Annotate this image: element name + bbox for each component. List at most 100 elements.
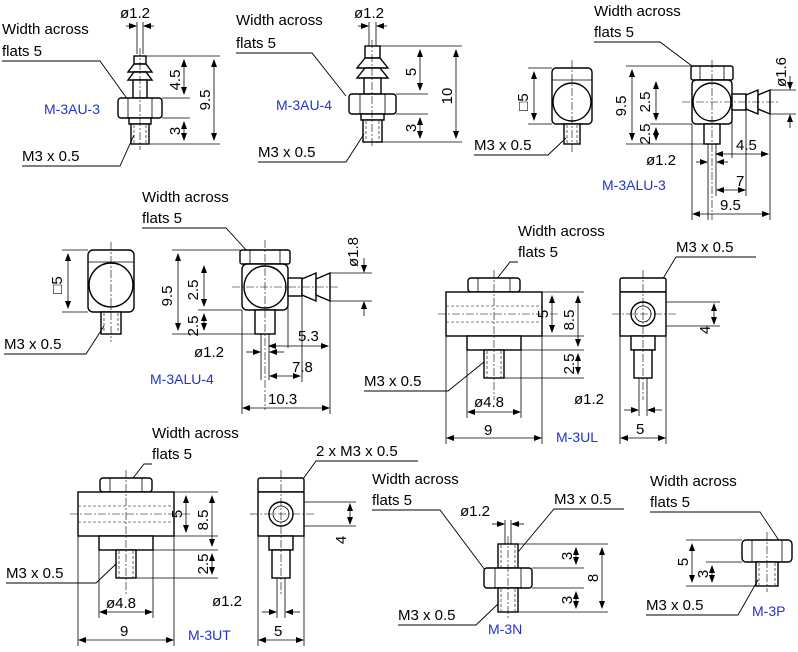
upper-dim: 2.5 bbox=[637, 92, 654, 113]
width-dim: 9 bbox=[484, 422, 492, 439]
model-label: M-3ALU-4 bbox=[150, 371, 214, 387]
waf-label-line1: Width across bbox=[518, 223, 605, 240]
dim-c: 9.5 bbox=[720, 197, 741, 214]
total-length-dim: 10 bbox=[439, 88, 456, 105]
total-length-dim: 9.5 bbox=[197, 90, 214, 111]
waf-leader bbox=[495, 261, 518, 281]
dim-total: 8 bbox=[585, 574, 602, 582]
model-label: M-3ALU-3 bbox=[602, 177, 666, 193]
thread-bottom-label: M3 x 0.5 bbox=[398, 607, 456, 624]
dim-4: 4 bbox=[697, 326, 714, 334]
dim-5: 5 bbox=[169, 510, 186, 518]
thread-leader bbox=[258, 133, 365, 163]
waf-leader bbox=[372, 509, 489, 575]
tube-od-dim: ø1.2 bbox=[354, 5, 384, 22]
waf-leader bbox=[2, 60, 129, 101]
thread-stub bbox=[362, 119, 383, 143]
thread-label: M3 x 0.5 bbox=[364, 373, 422, 390]
thread-length-dim: 3 bbox=[167, 127, 184, 135]
square-dim: □5 bbox=[515, 93, 532, 110]
waf-leader bbox=[650, 511, 781, 543]
part-m3alu4: Width across flats 5 □5 M3 x 0.5 9.5 2.5 bbox=[4, 189, 372, 414]
part-m3ul: Width across flats 5 5 8.5 2.5 M3 x 0.5 … bbox=[364, 223, 756, 445]
thread-label: M3 x 0.5 bbox=[474, 137, 532, 154]
part-m3p: Width across flats 5 5 3 M3 x 0.5 M-3P bbox=[646, 473, 793, 619]
bore-dim: ø1.2 bbox=[646, 152, 676, 169]
model-label: M-3N bbox=[488, 621, 522, 637]
collar bbox=[360, 113, 385, 121]
barb-length-dim: 4.5 bbox=[167, 70, 184, 91]
part-m3ut: Width across flats 5 5 8.5 2.5 M3 x 0.5 … bbox=[6, 425, 418, 646]
dim-5: 5 bbox=[675, 558, 692, 566]
barb bbox=[355, 67, 390, 79]
thread-top-leader bbox=[517, 508, 624, 553]
width-dim: 9 bbox=[120, 623, 128, 640]
barb-length-dim: 5 bbox=[403, 68, 420, 76]
bore-dim: ø1.2 bbox=[574, 391, 604, 408]
waf-label-line1: Width across bbox=[142, 189, 229, 206]
part-m3n: Width across flats 5 ø1.2 M3 x 0.5 3 8 3… bbox=[372, 471, 624, 637]
lower-dim: 2.5 bbox=[637, 124, 654, 145]
dim-b: 7.8 bbox=[292, 359, 313, 376]
thread-leader bbox=[474, 137, 567, 156]
part-m3au4: Width across flats 5 ø1.2 5 3 10 M-3AU-4… bbox=[236, 5, 462, 163]
thread-label: M3 x 0.5 bbox=[4, 336, 62, 353]
bore-dim: ø1.2 bbox=[194, 344, 224, 361]
barb-od-dim: ø1.6 bbox=[773, 57, 790, 87]
waf-label-line2: flats 5 bbox=[372, 492, 412, 509]
side-thread-label: M3 x 0.5 bbox=[676, 239, 734, 256]
thread-label: M3 x 0.5 bbox=[6, 565, 64, 582]
waf-label-line1: Width across bbox=[236, 12, 323, 29]
waf-leader bbox=[142, 227, 249, 253]
dim-bottom: 3 bbox=[559, 596, 576, 604]
stem bbox=[363, 77, 382, 95]
thread-leader bbox=[6, 563, 117, 584]
waf-leader bbox=[129, 463, 152, 483]
waf-label-line1: Width across bbox=[650, 473, 737, 490]
dim-3: 3 bbox=[695, 570, 712, 578]
lower-dim: 2.5 bbox=[185, 316, 202, 337]
thread-leader bbox=[364, 361, 485, 392]
square-dim: □5 bbox=[49, 276, 66, 293]
thread-top-label: M3 x 0.5 bbox=[554, 491, 612, 508]
model-label: M-3UT bbox=[188, 627, 231, 643]
model-label: M-3AU-3 bbox=[44, 101, 100, 117]
dim-4: 4 bbox=[333, 536, 350, 544]
dim-b: 7 bbox=[736, 173, 744, 190]
dim-top: 3 bbox=[559, 552, 576, 560]
thread-label: M3 x 0.5 bbox=[258, 144, 316, 161]
dim-25: 2.5 bbox=[195, 554, 212, 575]
upper-dim: 2.5 bbox=[185, 280, 202, 301]
dim-a: 4.5 bbox=[736, 137, 757, 154]
waf-leader bbox=[236, 52, 347, 97]
waf-label-line2: flats 5 bbox=[152, 446, 192, 463]
barb-tip bbox=[364, 45, 381, 59]
height-dim: 9.5 bbox=[613, 96, 630, 117]
thread-length-dim: 3 bbox=[403, 124, 420, 132]
part-m3alu3: Width across flats 5 □5 M3 x 0.5 9.5 bbox=[474, 3, 796, 220]
side-thread-label: 2 x M3 x 0.5 bbox=[316, 443, 398, 460]
part-m3au3: Width across flats 5 ø1.2 4.5 3 9.5 M-3A… bbox=[2, 5, 220, 167]
waf-label-line1: Width across bbox=[372, 471, 459, 488]
od-dim: ø4.8 bbox=[474, 394, 504, 411]
thread-bottom-leader bbox=[398, 603, 499, 626]
waf-label-line2: flats 5 bbox=[594, 24, 634, 41]
side-width-dim: 5 bbox=[636, 421, 644, 438]
waf-label-line2: flats 5 bbox=[518, 244, 558, 261]
barb-od-dim: ø1.8 bbox=[345, 237, 362, 267]
bore-dim: ø1.2 bbox=[212, 593, 242, 610]
dim-25: 2.5 bbox=[561, 354, 578, 375]
thread-leader bbox=[646, 579, 759, 616]
thread-label: M3 x 0.5 bbox=[646, 597, 704, 614]
dim-85: 8.5 bbox=[561, 310, 578, 331]
waf-leader bbox=[594, 41, 701, 73]
tube-od-dim: ø1.2 bbox=[120, 5, 150, 22]
waf-label-line2: flats 5 bbox=[236, 35, 276, 52]
thread-leader bbox=[4, 325, 105, 355]
barb bbox=[355, 57, 390, 69]
dim-85: 8.5 bbox=[195, 510, 212, 531]
waf-label-line2: flats 5 bbox=[650, 494, 690, 511]
thread-leader bbox=[22, 134, 135, 167]
bore-dim: ø1.2 bbox=[460, 503, 490, 520]
